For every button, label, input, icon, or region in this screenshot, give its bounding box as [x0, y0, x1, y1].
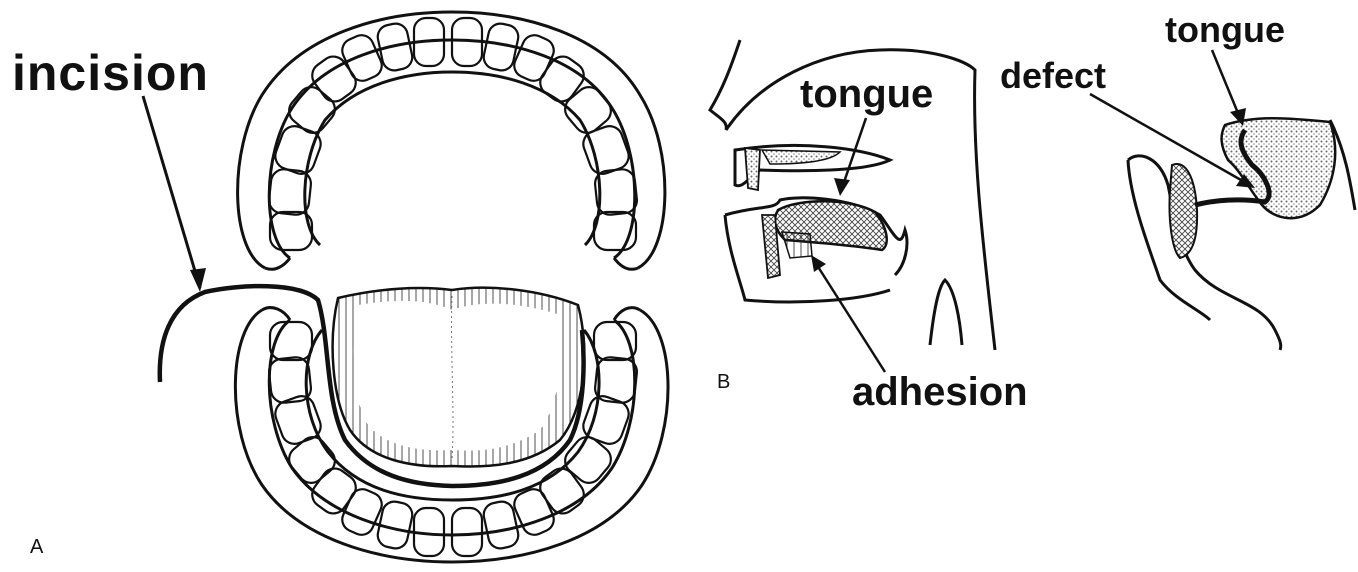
- tongue-arrow-c: [1212, 50, 1246, 126]
- incision-arrow: [143, 96, 206, 292]
- tongue-label-panel-c: tongue: [1165, 12, 1285, 48]
- palate-b: [762, 150, 840, 164]
- tongue-label-panel-b: tongue: [800, 74, 933, 114]
- adhesion-label: adhesion: [852, 372, 1028, 412]
- tongue-arrow-b: [834, 118, 866, 196]
- incision-label: incision: [12, 48, 209, 98]
- tongue-panel-c: [1222, 118, 1336, 218]
- lower-incisor-c: [1169, 164, 1197, 258]
- adhesion-arrow: [811, 255, 885, 372]
- adhesion-tissue-b: [782, 232, 812, 258]
- defect-label: defect: [1000, 58, 1106, 94]
- upper-incisor-b: [745, 148, 760, 190]
- panel-letter-b: B: [717, 372, 730, 392]
- panel-letter-a: A: [30, 537, 43, 557]
- upper-teeth: [268, 18, 638, 250]
- tongue-panel-a: [333, 288, 585, 467]
